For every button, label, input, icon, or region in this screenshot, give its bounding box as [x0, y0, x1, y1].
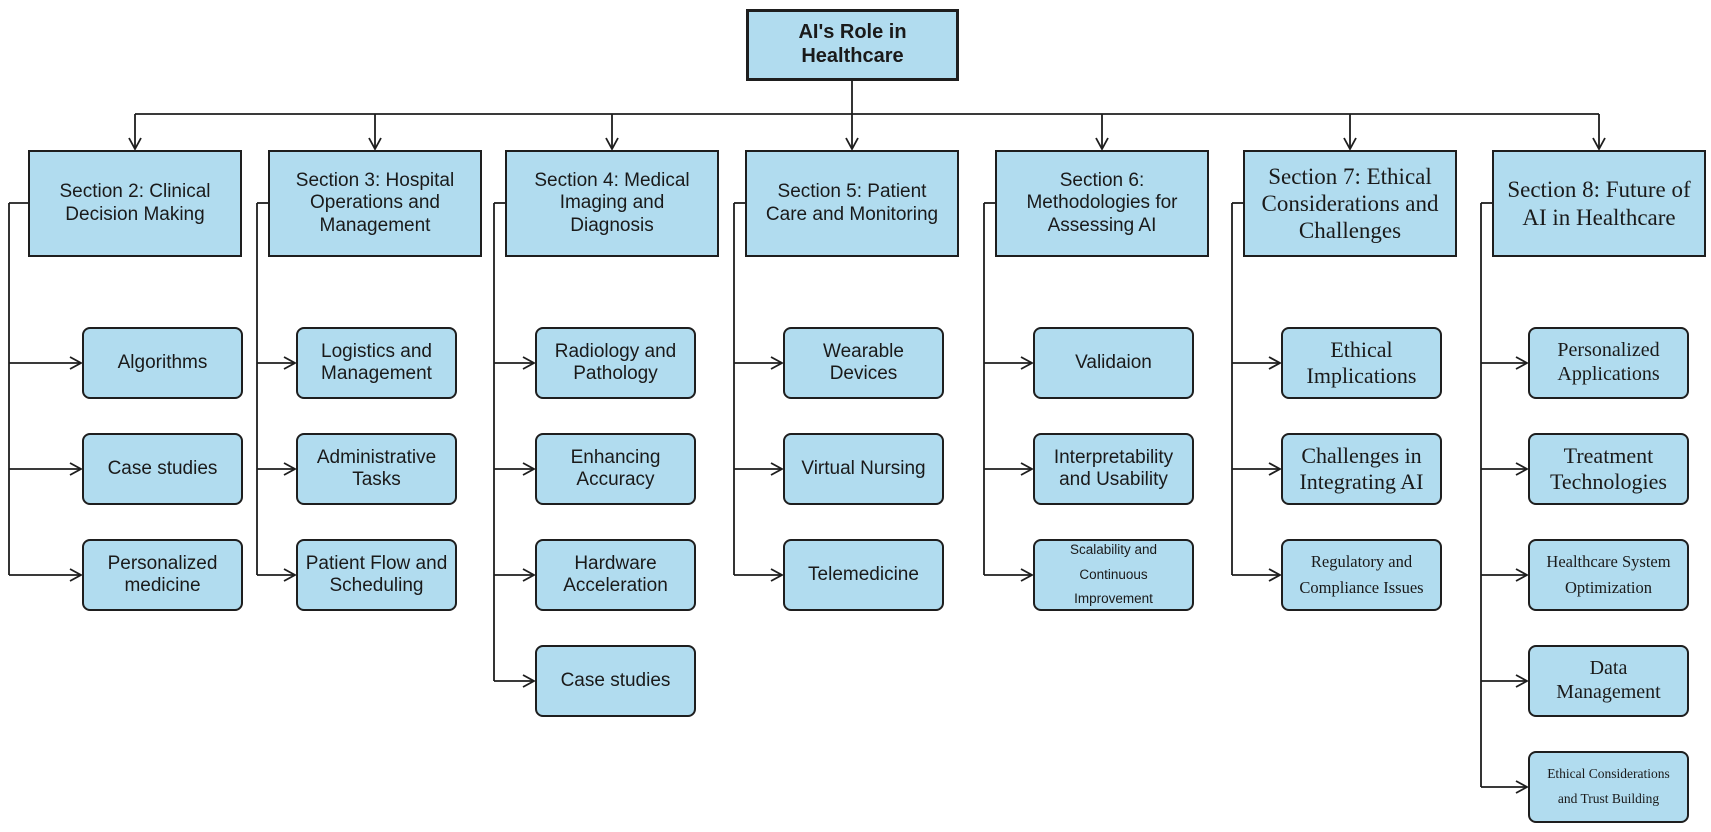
- child-arrowhead: [69, 568, 83, 582]
- child-arrowhead: [1515, 462, 1529, 476]
- leaf-label: Case studies: [107, 457, 218, 479]
- leaf-label: Case studies: [560, 669, 671, 691]
- section-arrowhead: [605, 137, 619, 151]
- child-arrowhead: [283, 356, 297, 370]
- child-arrowhead: [1268, 356, 1282, 370]
- leaf-label: Algorithms: [117, 351, 208, 373]
- child-arrowhead: [69, 462, 83, 476]
- child-arrowhead: [1020, 462, 1034, 476]
- leaf-label: Telemedicine: [808, 563, 919, 585]
- child-arrowhead: [1515, 674, 1529, 688]
- child-arrowhead: [1515, 356, 1529, 370]
- section-arrowhead: [1095, 137, 1109, 151]
- s2-child-algorithms: Algorithms: [82, 327, 243, 399]
- section-arrowhead: [1343, 137, 1357, 151]
- leaf-label: Virtual Nursing: [801, 457, 926, 479]
- child-arrowhead: [522, 356, 536, 370]
- child-arrowhead: [522, 568, 536, 582]
- s4-child-case-studies: Case studies: [535, 645, 696, 717]
- s2-child-case-studies: Case studies: [82, 433, 243, 505]
- child-arrowhead: [770, 568, 784, 582]
- child-arrowhead: [522, 674, 536, 688]
- section-arrowhead: [368, 137, 382, 151]
- child-arrowhead: [1020, 568, 1034, 582]
- s5-child-telemedicine: Telemedicine: [783, 539, 944, 611]
- child-arrowhead: [1515, 780, 1529, 794]
- child-arrowhead: [283, 462, 297, 476]
- child-arrowhead: [1020, 356, 1034, 370]
- section-arrowhead: [1592, 137, 1606, 151]
- child-arrowhead: [1515, 568, 1529, 582]
- child-arrowhead: [522, 462, 536, 476]
- child-arrowhead: [770, 462, 784, 476]
- child-arrowhead: [1268, 462, 1282, 476]
- child-arrowhead: [770, 356, 784, 370]
- leaf-label: Validaion: [1075, 351, 1152, 373]
- section-arrowhead: [845, 137, 859, 151]
- child-arrowhead: [1268, 568, 1282, 582]
- child-arrowhead: [69, 356, 83, 370]
- s6-child-validation: Validaion: [1033, 327, 1194, 399]
- child-arrowhead: [283, 568, 297, 582]
- section-arrowhead: [128, 137, 142, 151]
- s5-child-virtual-nursing: Virtual Nursing: [783, 433, 944, 505]
